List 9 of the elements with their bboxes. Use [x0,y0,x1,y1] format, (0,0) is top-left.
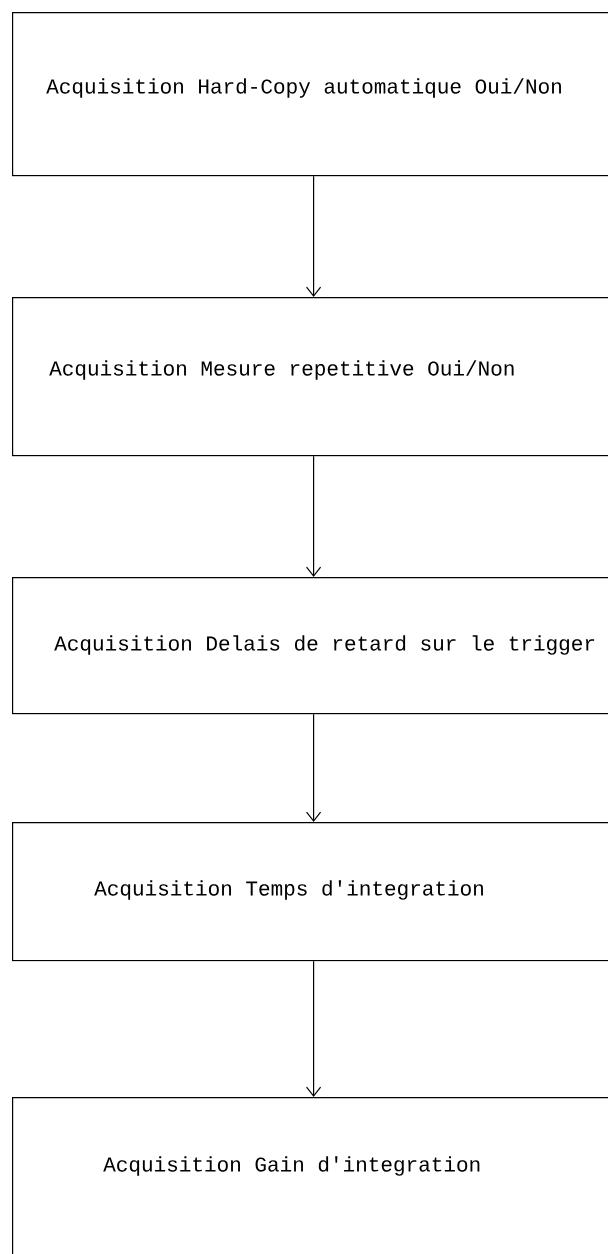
arrow [306,713,322,822]
process-box: Acquisition Temps d'integration [12,822,608,962]
process-box: Acquisition Hard-Copy automatique Oui/Non [12,12,608,177]
arrow [306,455,322,577]
arrow [306,175,322,297]
arrow [306,960,322,1097]
process-box: Acquisition Mesure repetitive Oui/Non [12,297,608,457]
process-box: Acquisition Delais de retard sur le trigger [12,577,608,715]
process-box: Acquisition Gain d'integration [12,1097,608,1254]
